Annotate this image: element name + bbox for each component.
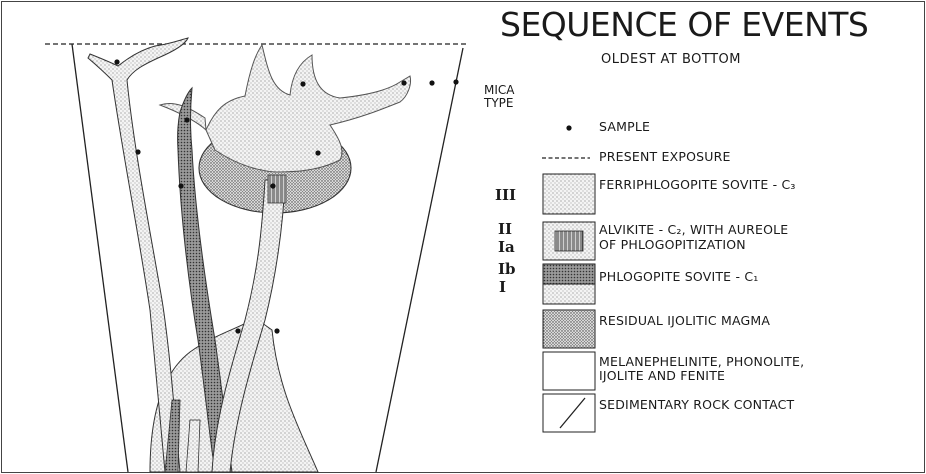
legend-alvikite-label-1: ALVIKITE - C₂, WITH AUREOLE [599, 223, 788, 237]
mica-type-label: MICA TYPE [484, 84, 544, 110]
figure-title: SEQUENCE OF EVENTS [500, 8, 868, 41]
legend-exposure-label: PRESENT EXPOSURE [599, 150, 731, 164]
mica-type-ib: Ib [498, 262, 516, 277]
legend-residual-label: RESIDUAL IJOLITIC MAGMA [599, 314, 770, 328]
mica-type-iii: III [495, 188, 516, 203]
legend-melanephelinite-swatch [543, 352, 595, 390]
mica-type-ia: Ia [498, 240, 515, 255]
legend-sedimentary-swatch [543, 394, 595, 432]
figure-subtitle: OLDEST AT BOTTOM [601, 52, 741, 67]
legend-alvikite-label-2: OF PHLOGOPITIZATION [599, 238, 746, 252]
upper-apophysis [206, 45, 411, 172]
legend-sedimentary-label: SEDIMENTARY ROCK CONTACT [599, 398, 794, 412]
alvikite-neck [268, 175, 286, 203]
legend-melanephelinite-label-1: MELANEPHELINITE, PHONOLITE, [599, 355, 804, 369]
legend-melanephelinite-label-2: IJOLITE AND FENITE [599, 369, 725, 383]
right-contact-wall [376, 48, 463, 472]
legend-ferriphlogopite-label: FERRIPHLOGOPITE SOVITE - C₃ [599, 178, 796, 192]
mica-type-i: I [499, 280, 506, 295]
legend-alvikite-swatch [543, 222, 595, 260]
legend-phlogopite-swatch [543, 264, 595, 304]
legend-phlogopite-label: PHLOGOPITE SOVITE - C₁ [599, 270, 758, 284]
mica-type-ii: II [498, 222, 512, 237]
legend-sample-symbol [566, 125, 571, 130]
legend-ferriphlogopite-swatch [543, 174, 595, 214]
legend-residual-swatch [543, 310, 595, 348]
legend-sample-label: SAMPLE [599, 120, 650, 134]
